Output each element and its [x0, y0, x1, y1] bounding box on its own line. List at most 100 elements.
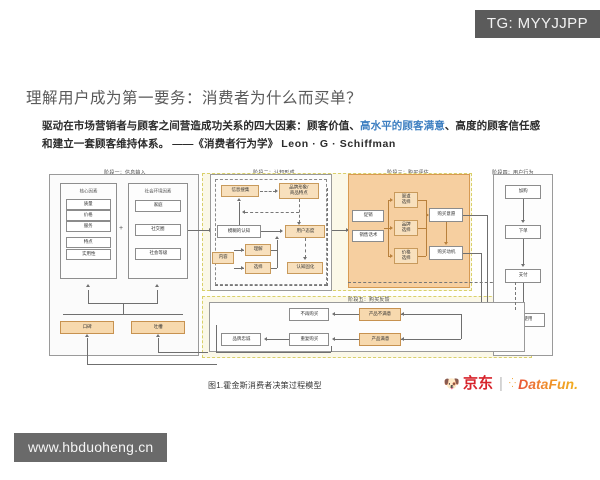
complaint-feed-h: [158, 352, 208, 353]
s5-sat-arrow: [332, 336, 335, 341]
info-collect-box: 信息搜集: [221, 185, 259, 197]
core-merge-arrow: [85, 284, 90, 287]
s3-price-arrow: [390, 253, 393, 258]
vague-cognition-box: 模糊的认知: [217, 225, 261, 238]
vague-to-attitude-line: [261, 231, 281, 232]
vague-to-info-arrow: [236, 197, 241, 201]
promotion-box: 促销: [352, 210, 384, 222]
brand-image-box: 品牌形象/ 商品特点: [279, 183, 319, 199]
stage2-to-stage3-line: [332, 230, 348, 231]
motive-to-stage4-v: [481, 253, 482, 307]
wom-feed-arrow: [84, 334, 89, 337]
logo-divider: |: [499, 375, 503, 392]
motive-to-stage4: [463, 253, 481, 254]
s3-motive-arrow: [443, 242, 448, 245]
s4-arrow-1: [520, 220, 525, 223]
body-line-2: 和建立一套顾客维持体系。 ——《消费者行为学》 Leon · G · Schif…: [42, 135, 542, 153]
s5-dash-up: [515, 282, 516, 310]
core-item-price: 价格: [66, 210, 111, 221]
s5-loyal-back-h: [216, 352, 331, 353]
merge-to-attitude-arrow: [274, 236, 279, 239]
s5-re-to-loyal: [267, 339, 289, 340]
wom-feed-line: [87, 338, 88, 364]
wom-feed-h: [87, 364, 217, 365]
vague-to-attitude-arrow: [280, 228, 283, 233]
content-to-choose-arrow: [241, 265, 244, 270]
stage2-to-stage3-arrow: [346, 227, 349, 232]
s3-to-price: [388, 256, 391, 257]
body-paragraph: 驱动在市场营销者与顾客之间营造成功关系的四大因素：顾客价值、高水平的顾客满意、高…: [42, 117, 542, 154]
core-item-service: 服务: [66, 221, 111, 232]
content-to-choose: [234, 268, 244, 269]
plus-sign: +: [119, 225, 124, 232]
s3-brand-arrow: [390, 225, 393, 230]
site-watermark: www.hbduoheng.cn: [14, 433, 168, 462]
product-satisfied-box: 产品满意: [359, 333, 401, 346]
social-merge-arrow: [154, 284, 159, 287]
understand-box: 理解: [245, 244, 271, 256]
social-factors-label: 社会环境因素: [144, 188, 172, 194]
attitude-feedback-arrow: [242, 209, 245, 214]
stage4-payment: 支付: [505, 269, 541, 283]
s5-loyal-up: [331, 346, 332, 352]
stage-2-header: 阶段二：认知形成: [173, 168, 376, 175]
cognition-fixed-box: 认知固化: [287, 262, 323, 274]
stage1-to-stage2-line: [188, 230, 210, 231]
understand-merge-h2: [271, 268, 277, 269]
purchase-intent-box: 购买意愿: [429, 208, 463, 222]
s5-use-bus: [461, 314, 462, 339]
info-to-brand-dash: [260, 191, 276, 192]
s4-link-2: [523, 239, 524, 265]
s5-use-to-dis: [401, 314, 461, 315]
s5-loyal-back-v: [216, 325, 217, 352]
datafun-logo-text: DataFun.: [518, 375, 578, 392]
core-item-quality: 质量: [66, 199, 111, 210]
body-text-b: 、高度的顾客信任感: [444, 120, 541, 132]
choose-box: 选择: [245, 262, 271, 274]
stage-3-header: 阶段三：购买评估: [320, 168, 497, 175]
output-word-of-mouth: 口碑: [60, 321, 114, 334]
social-item-family: 家庭: [135, 200, 181, 212]
no-repurchase-box: 不再购买: [289, 308, 329, 321]
channel-choice-box: 渠道 选择: [394, 192, 418, 208]
stage-2-dashed-group: [215, 179, 327, 285]
jd-dog-icon: 🐶: [443, 376, 460, 391]
body-text-highlight: 高水平的顾客满意: [360, 120, 445, 132]
datafun-logo: ⁛ DataFun.: [509, 377, 578, 391]
sales-script-box: 销售话术: [352, 230, 384, 242]
social-item-social-class: 社会等级: [135, 248, 181, 260]
merge-drop: [123, 303, 124, 314]
brand-down-dash: [299, 199, 300, 223]
s5-loyal-arrow: [264, 336, 267, 341]
stage-4-header: 阶段四：用户行为: [492, 169, 534, 176]
figure-caption: 图1.霍金斯消费者决策过程模型: [208, 381, 322, 390]
s3-brand-out: [418, 228, 426, 229]
stage-5-header: 阶段五：购买反馈: [348, 296, 390, 303]
social-item-social-circle: 社交圈: [135, 224, 181, 236]
s5-dis-to-no: [335, 314, 359, 315]
s3-left-in: [384, 228, 388, 229]
body-line-1: 驱动在市场营销者与顾客之间营造成功关系的四大因素：顾客价值、高水平的顾客满意、高…: [42, 117, 542, 135]
telegram-watermark: TG: MYYJJPP: [474, 10, 600, 38]
s5-use-to-sat: [401, 339, 461, 340]
consumer-decision-model-figure: 阶段一：信息输入 阶段二：认知形成 阶段三：购买评估 阶段四：用户行为 核心因素…: [49, 168, 554, 368]
brand-choice-box: 品牌 选择: [394, 220, 418, 236]
stage4-place-order: 下单: [505, 225, 541, 239]
intent-to-stage4-v: [487, 215, 488, 307]
s3-channel-out: [418, 200, 426, 201]
s5-dis-arrow: [332, 311, 335, 316]
s5-use-dis-arrow: [401, 311, 404, 316]
brand-loyalty-box: 品牌忠诚: [221, 333, 261, 346]
datafun-dots-icon: ⁛: [508, 378, 517, 388]
s3-intent-to-motive: [446, 222, 447, 242]
output-complaint: 吐槽: [131, 321, 185, 334]
s3-channel-arrow: [390, 197, 393, 202]
core-item-feature: 特点: [66, 237, 111, 248]
social-merge-stem: [157, 290, 158, 303]
author-name: Leon · G · Schiffman: [281, 138, 396, 151]
attitude-to-fixed-arrow: [302, 257, 307, 260]
s3-to-brand: [388, 228, 391, 229]
core-item-utility: 实用性: [66, 249, 111, 260]
stage2-bottom-dash: [215, 285, 327, 286]
attitude-feedback-dash: [245, 212, 299, 213]
